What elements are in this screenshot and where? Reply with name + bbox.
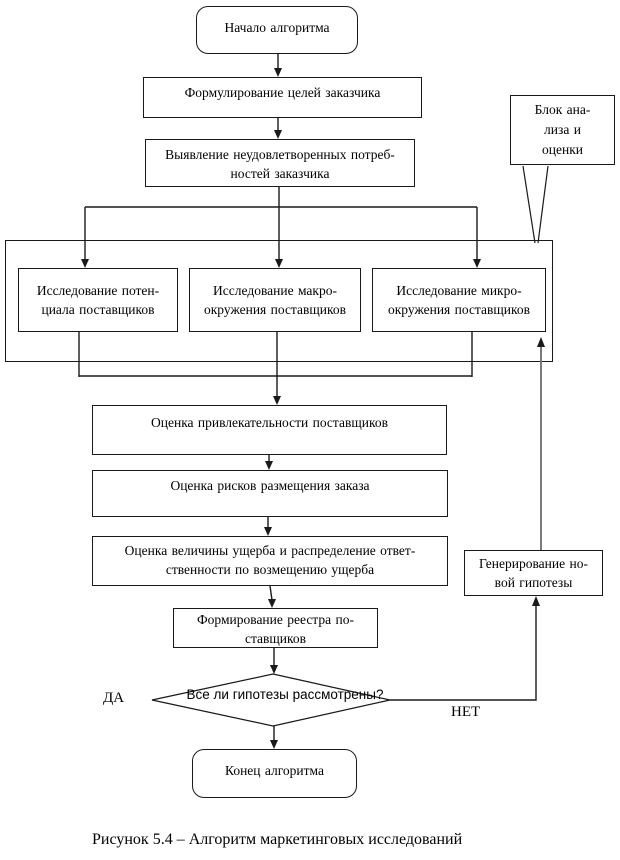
path-decision-no-to-generate [390,596,540,701]
node-research-macro: Исследование макро- окружения поставщико… [189,268,361,332]
arrow-start-to-goals [274,54,282,77]
arrow-decision-yes-to-end [270,726,278,749]
node-identify-needs-line1: Выявление неудовлетворенных потреб- [165,147,395,162]
node-analysis-callout-line1: Блок ана- [534,102,591,117]
node-form-registry-line1: Формирование реестра по- [197,612,354,627]
node-decision-label: Все ли гипотезы рассмотрены? [186,687,384,702]
node-assess-damage-line2: ственности по возмещению ущерба [165,562,375,577]
node-analysis-callout-line2: лиза и [544,122,581,137]
node-start-label: Начало алгоритма [224,19,330,35]
node-research-potential-line1: Исследование потен- [36,283,160,298]
node-research-potential-line2: циала поставщиков [41,302,155,317]
arrow-damage-to-registry [268,585,276,608]
arrow-registry-to-decision [270,648,278,674]
node-assess-attractiveness: Оценка привлекательности поставщиков [92,405,447,455]
arrow-risks-to-damage [264,517,272,536]
node-generate-hypothesis-line1: Генерирование но- [479,556,588,571]
arrow-goals-to-needs [274,118,282,139]
node-assess-risks: Оценка рисков размещения заказа [92,470,448,517]
edge-label-yes: ДА [103,690,125,706]
callout-pointer-tail [522,165,549,244]
node-form-registry: Формирование реестра по- ставщиков [173,608,378,648]
node-assess-attractiveness-label: Оценка привлекательности поставщиков [151,415,388,430]
node-research-micro-line2: окружения поставщиков [388,302,530,317]
node-end: Конец алгоритма [192,749,357,798]
node-research-macro-line1: Исследование макро- [213,283,337,298]
node-identify-needs: Выявление неудовлетворенных потреб- ност… [145,139,415,187]
node-end-label: Конец алгоритма [224,763,324,778]
edge-label-no: НЕТ [451,704,481,720]
figure-caption: Рисунок 5.4 – Алгоритм маркетинговых исс… [92,831,463,848]
node-analysis-callout: Блок ана- лиза и оценки [510,95,615,165]
feedback-generate-to-analysis-block [537,337,545,550]
node-research-macro-line2: окружения поставщиков [204,302,346,317]
node-assess-risks-label: Оценка рисков размещения заказа [170,478,370,493]
node-analysis-callout-line3: оценки [542,142,583,157]
node-assess-damage: Оценка величины ущерба и распределение о… [92,536,448,586]
arrow-attractiveness-to-risks [265,455,273,470]
node-start: Начало алгоритма [196,6,358,54]
node-research-potential: Исследование потен- циала поставщиков [18,268,178,332]
node-research-micro: Исследование микро- окружения поставщико… [372,268,546,332]
node-form-registry-line2: ставщиков [244,631,307,646]
node-formulate-goals-label: Формулирование целей заказчика [184,85,381,100]
node-identify-needs-line2: ностей заказчика [230,166,330,181]
node-generate-hypothesis: Генерирование но- вой гипотезы [464,550,603,596]
node-assess-damage-line1: Оценка величины ущерба и распределение о… [124,543,416,558]
node-formulate-goals: Формулирование целей заказчика [143,77,422,118]
node-research-micro-line1: Исследование микро- [396,283,522,298]
node-generate-hypothesis-line2: вой гипотезы [494,575,573,590]
